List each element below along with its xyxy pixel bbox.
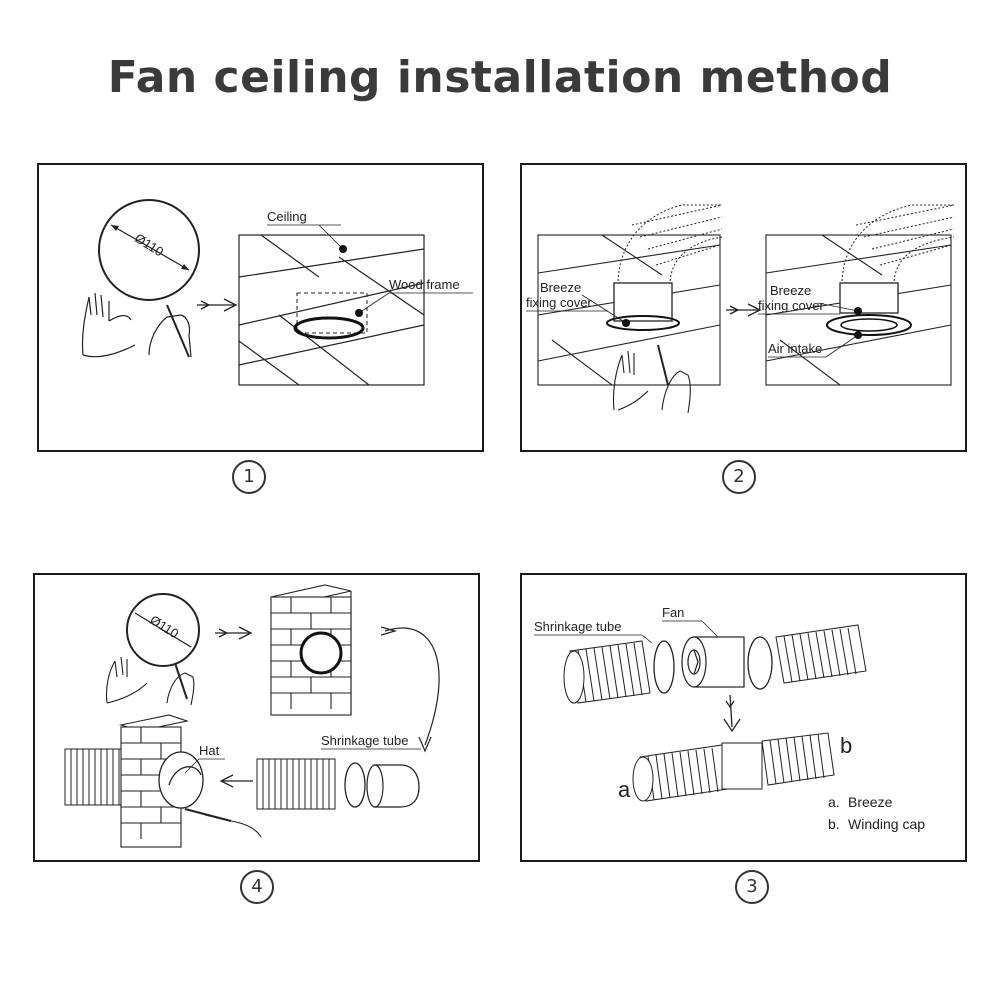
curved-arrow: [384, 627, 440, 746]
left-shrinkage-tube: [563, 640, 651, 704]
clamp-ring: [344, 762, 366, 808]
step-3-illustration: Shrinkage tube Fan a b a. Breeze b. Wind…: [534, 605, 925, 832]
left-breeze-label: Breeze: [540, 280, 581, 295]
hat-cap: [158, 751, 204, 809]
hat-label: Hat: [199, 743, 220, 758]
shrinkage-tube-label: Shrinkage tube: [534, 619, 621, 634]
legend-a-key: a.: [828, 794, 840, 810]
left-fan-body: [613, 282, 673, 322]
hands-drawing: [105, 656, 195, 706]
legend-b-text: Winding cap: [848, 816, 925, 832]
left-ceiling-grid: [537, 234, 721, 386]
left-fixing-cover-label: fixing cover: [526, 295, 592, 310]
step-2-illustration: Breeze fixing cover Breeze: [526, 204, 955, 414]
exterior-hat: [374, 764, 420, 808]
diameter-arrow: [134, 612, 192, 648]
right-ring: [747, 636, 773, 690]
ceiling-hole-ring: [293, 316, 365, 340]
step-4-badge: 4: [240, 870, 274, 904]
air-intake-grille-inner: [840, 318, 898, 332]
wood-frame-outline: [296, 292, 368, 334]
step-1-panel: Ø110 Ceiling Wood frame: [37, 163, 484, 452]
ceiling-pointer-dot: [339, 245, 347, 253]
right-fixing-cover-label: fixing cover: [758, 298, 824, 313]
assembled-duct: [632, 732, 835, 802]
right-pointer-dot: [854, 307, 862, 315]
legend-b-key: b.: [828, 816, 840, 832]
air-intake-grille-outer: [826, 314, 912, 336]
arrow-to-hat: [219, 774, 253, 788]
left-pointer-dot: [622, 319, 630, 327]
right-flex-duct: [841, 204, 955, 286]
hole-gauge-circle: [98, 199, 200, 301]
right-fan-body: [839, 282, 899, 314]
wall-hole: [299, 631, 343, 675]
diameter-label: Ø110: [132, 230, 166, 259]
diameter-label: Ø110: [147, 612, 181, 641]
arrow-down: [723, 694, 741, 733]
step-2-badge: 2: [722, 460, 756, 494]
hands-drawing: [81, 292, 192, 358]
left-fixing-ring: [606, 315, 680, 331]
air-intake-pointer-dot: [854, 331, 862, 339]
step-1-illustration: Ø110 Ceiling Wood frame: [81, 199, 473, 386]
legend-a-text: Breeze: [848, 794, 893, 810]
fan-unit: [681, 636, 745, 688]
ceiling-label: Ceiling: [267, 209, 307, 224]
label-b: b: [840, 733, 852, 758]
arrow-to-wall: [215, 626, 253, 640]
hole-gauge-circle: [126, 593, 200, 667]
left-duct-through-wall: [64, 748, 126, 806]
step-3-panel: Shrinkage tube Fan a b a. Breeze b. Wind…: [520, 573, 967, 862]
wood-frame-label: Wood frame: [389, 277, 460, 292]
arrow-to-installed: [726, 303, 762, 317]
step-4-panel: Ø110 Hat: [33, 573, 480, 862]
label-a: a: [618, 777, 631, 802]
right-breeze-label: Breeze: [770, 283, 811, 298]
right-shrinkage-tube: [775, 624, 867, 684]
wood-frame-pointer-dot: [355, 309, 363, 317]
shrinkage-tube-label: Shrinkage tube: [321, 733, 408, 748]
screwdriver-hand: [184, 808, 262, 838]
left-flex-duct: [617, 204, 723, 286]
installer-hands: [612, 344, 691, 414]
ceiling-grid: [238, 234, 425, 386]
left-ring: [653, 640, 675, 694]
arrow-to-ceiling: [197, 298, 238, 312]
step-4-illustration: Ø110 Hat: [64, 584, 440, 848]
diameter-arrow: [110, 224, 190, 271]
shrinkage-tube: [256, 758, 336, 810]
step-3-badge: 3: [735, 870, 769, 904]
step-1-badge: 1: [232, 460, 266, 494]
air-intake-label: Air intake: [768, 341, 822, 356]
page-title: Fan ceiling installation method: [107, 52, 893, 103]
step-2-panel: Breeze fixing cover Breeze: [520, 163, 967, 452]
fan-label: Fan: [662, 605, 684, 620]
